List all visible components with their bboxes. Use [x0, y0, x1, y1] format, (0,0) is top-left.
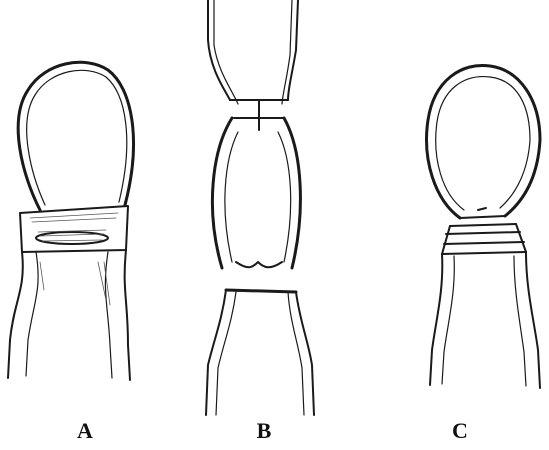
panel-c-stalk-right-inner [514, 256, 526, 386]
panel-a-collar [20, 206, 128, 252]
panel-a-septum [36, 232, 108, 244]
panel-b-upper-tube-left [208, 0, 230, 100]
panel-b-upper-constriction [230, 100, 288, 130]
panel-a-stalk-left-inner [26, 252, 38, 376]
panel-c-neck [460, 208, 505, 218]
panel-b-drawing [206, 0, 314, 415]
panel-label-b: B [257, 418, 272, 444]
panel-a-stalk-right-inner [105, 252, 112, 378]
panel-a-balloon-outer [18, 62, 133, 210]
panel-b-lower-tube-inner-left [216, 292, 236, 415]
panel-b-lower-tube-inner-right [288, 292, 304, 415]
panel-c-stalk-left-inner [442, 256, 454, 384]
panel-a-stalk-shading [40, 262, 110, 305]
panel-a-stalk-left [8, 252, 23, 378]
panel-b-mid-cell-inner [225, 132, 291, 262]
panel-b-upper-tube-inner-left [214, 0, 238, 104]
panel-label-c: C [452, 418, 468, 444]
panel-a-balloon-inner [27, 70, 127, 205]
panel-c-stalk-right [526, 252, 540, 388]
panel-c-stalk-left [430, 254, 442, 385]
panel-b-lower-constriction [236, 262, 282, 267]
panel-c-collar-sides [442, 224, 526, 254]
panel-b-lower-tube-left [206, 290, 226, 415]
panel-b-upper-tube-right [288, 0, 298, 100]
panel-c-balloon-outer [427, 65, 540, 218]
panel-c-balloon-inner [436, 77, 530, 210]
panel-a-drawing [8, 62, 133, 380]
panel-c-drawing [427, 65, 540, 388]
panel-b-upper-tube-inner-right [282, 0, 292, 104]
panel-c-collar [442, 224, 526, 254]
panel-label-a: A [77, 418, 93, 444]
panel-a-stalk-right [125, 250, 130, 380]
panel-a-septum-hatch [30, 213, 118, 241]
